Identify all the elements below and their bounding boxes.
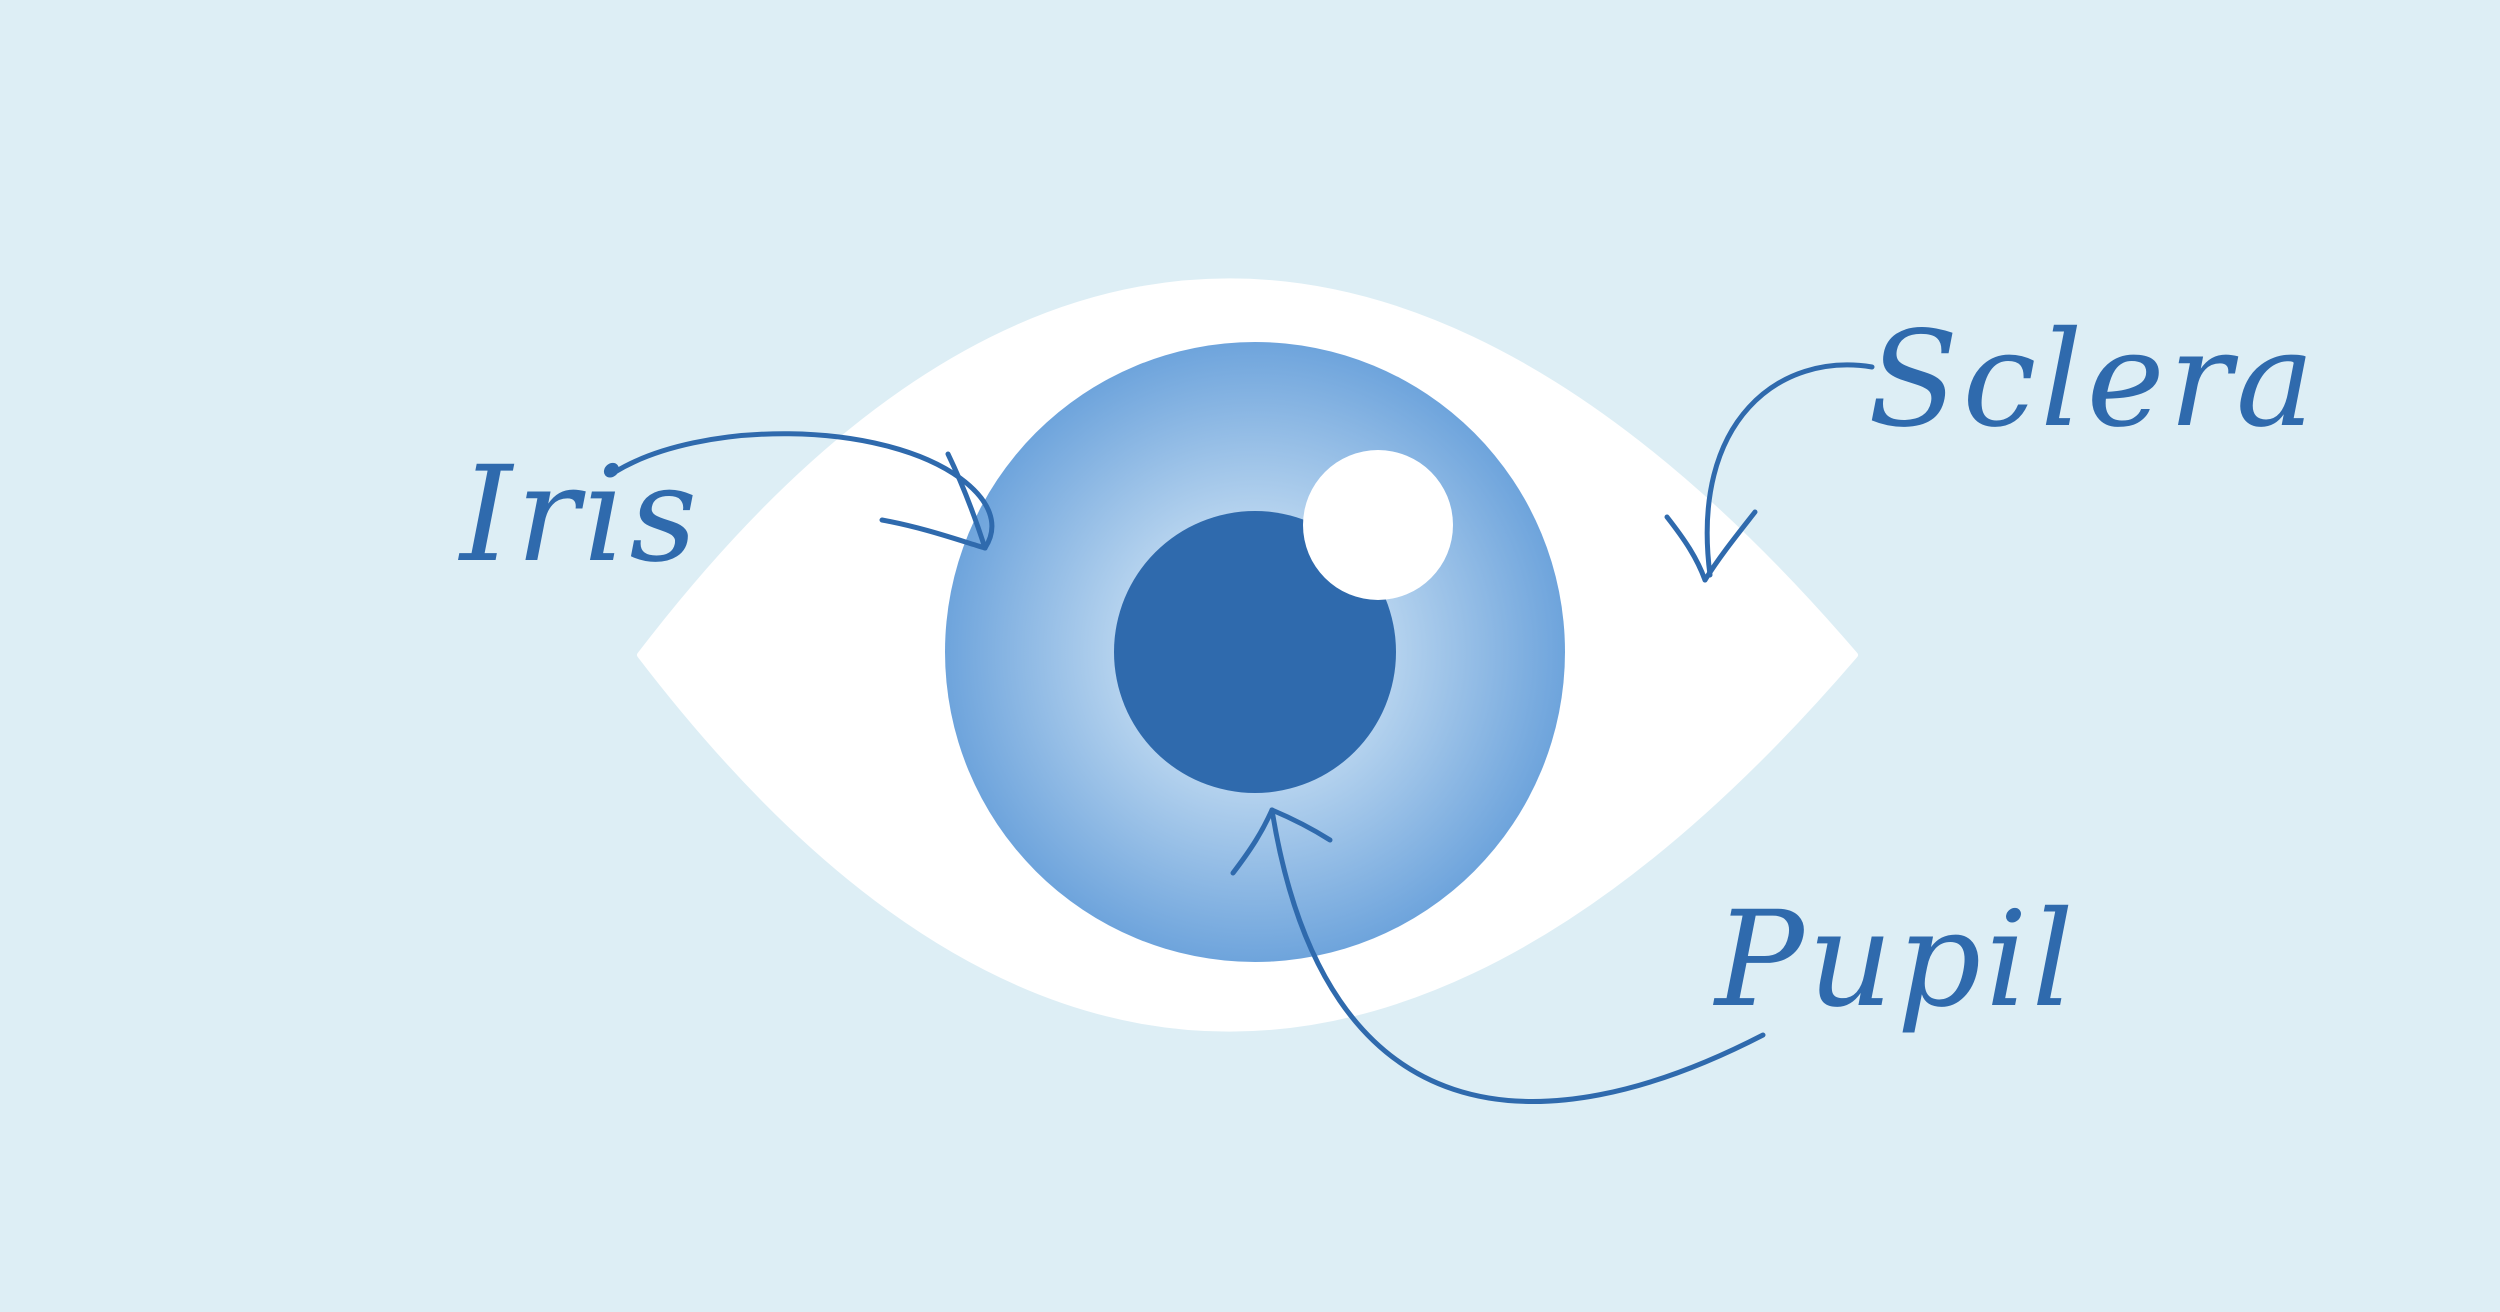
sclera-label: Sclera (1868, 303, 2319, 457)
iris-arrow (612, 431, 995, 551)
light-reflection (1303, 450, 1453, 600)
pupil-arrow (1230, 807, 1766, 1104)
pupil-shape (1114, 511, 1396, 793)
pupil-label: Pupil (1713, 883, 2078, 1037)
sclera-arrow (1664, 362, 1875, 583)
iris-label: Iris (458, 438, 701, 592)
